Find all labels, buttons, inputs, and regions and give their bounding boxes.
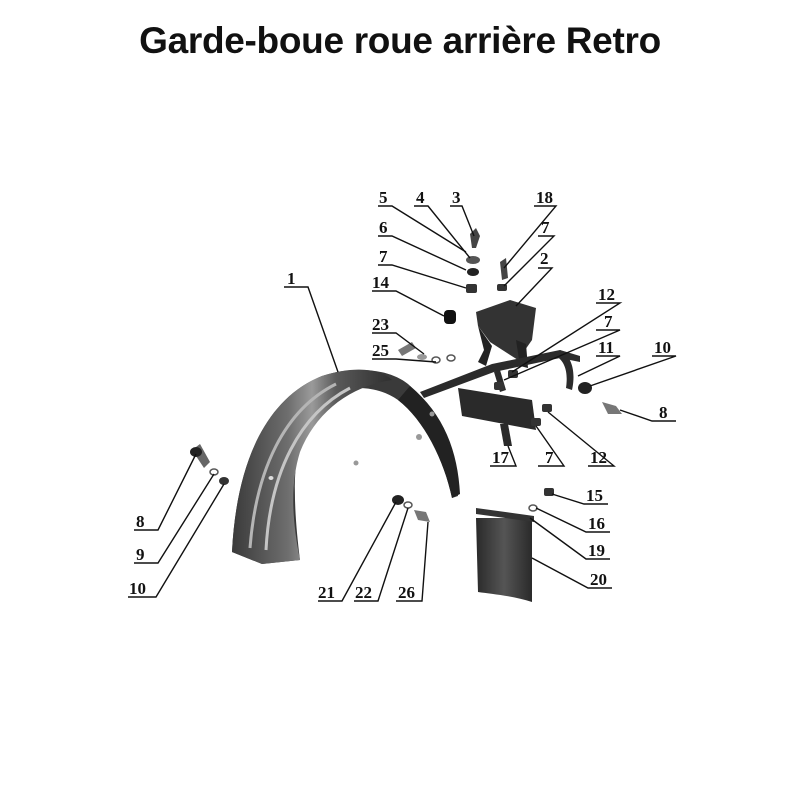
- part-rear-fender: [232, 369, 460, 564]
- callout-18: 18: [536, 188, 553, 207]
- callout-7-bottom: 7: [545, 448, 554, 467]
- callout-12-top: 12: [598, 285, 615, 304]
- callout-8-left: 8: [136, 512, 145, 531]
- callout-11: 11: [598, 338, 614, 357]
- part-rear-bracket: [476, 300, 536, 368]
- part-plate-holder: [458, 388, 536, 446]
- callout-7-rail: 7: [604, 312, 613, 331]
- page-title: Garde-boue roue arrière Retro: [139, 20, 661, 61]
- callout-4: 4: [416, 188, 425, 207]
- callout-23: 23: [372, 315, 389, 334]
- callout-3: 3: [452, 188, 461, 207]
- callout-19: 19: [588, 541, 605, 560]
- callout-12-bottom: 12: [590, 448, 607, 467]
- callout-10-right: 10: [654, 338, 671, 357]
- callout-16: 16: [588, 514, 605, 533]
- callout-9: 9: [136, 545, 145, 564]
- callout-15: 15: [586, 486, 603, 505]
- callout-1: 1: [287, 269, 296, 288]
- leader-lines: [128, 205, 677, 602]
- callout-26: 26: [398, 583, 415, 602]
- callout-17: 17: [492, 448, 510, 467]
- callout-2: 2: [540, 249, 549, 268]
- callout-10-left: 10: [129, 579, 146, 598]
- part-mudflap: [476, 508, 534, 602]
- callout-7-top-right: 7: [541, 218, 550, 237]
- callout-21: 21: [318, 583, 335, 602]
- callout-6: 6: [379, 218, 388, 237]
- callout-14: 14: [372, 273, 390, 292]
- callout-20: 20: [590, 570, 607, 589]
- callout-5: 5: [379, 188, 388, 207]
- callout-8-right: 8: [659, 403, 668, 422]
- callout-7-top-left: 7: [379, 247, 388, 266]
- callout-22: 22: [355, 583, 372, 602]
- callout-labels: 1 2 3 4 5 6 7 7 7 7 8 8 9 10 10 11 12 12…: [129, 188, 671, 602]
- callout-25: 25: [372, 341, 389, 360]
